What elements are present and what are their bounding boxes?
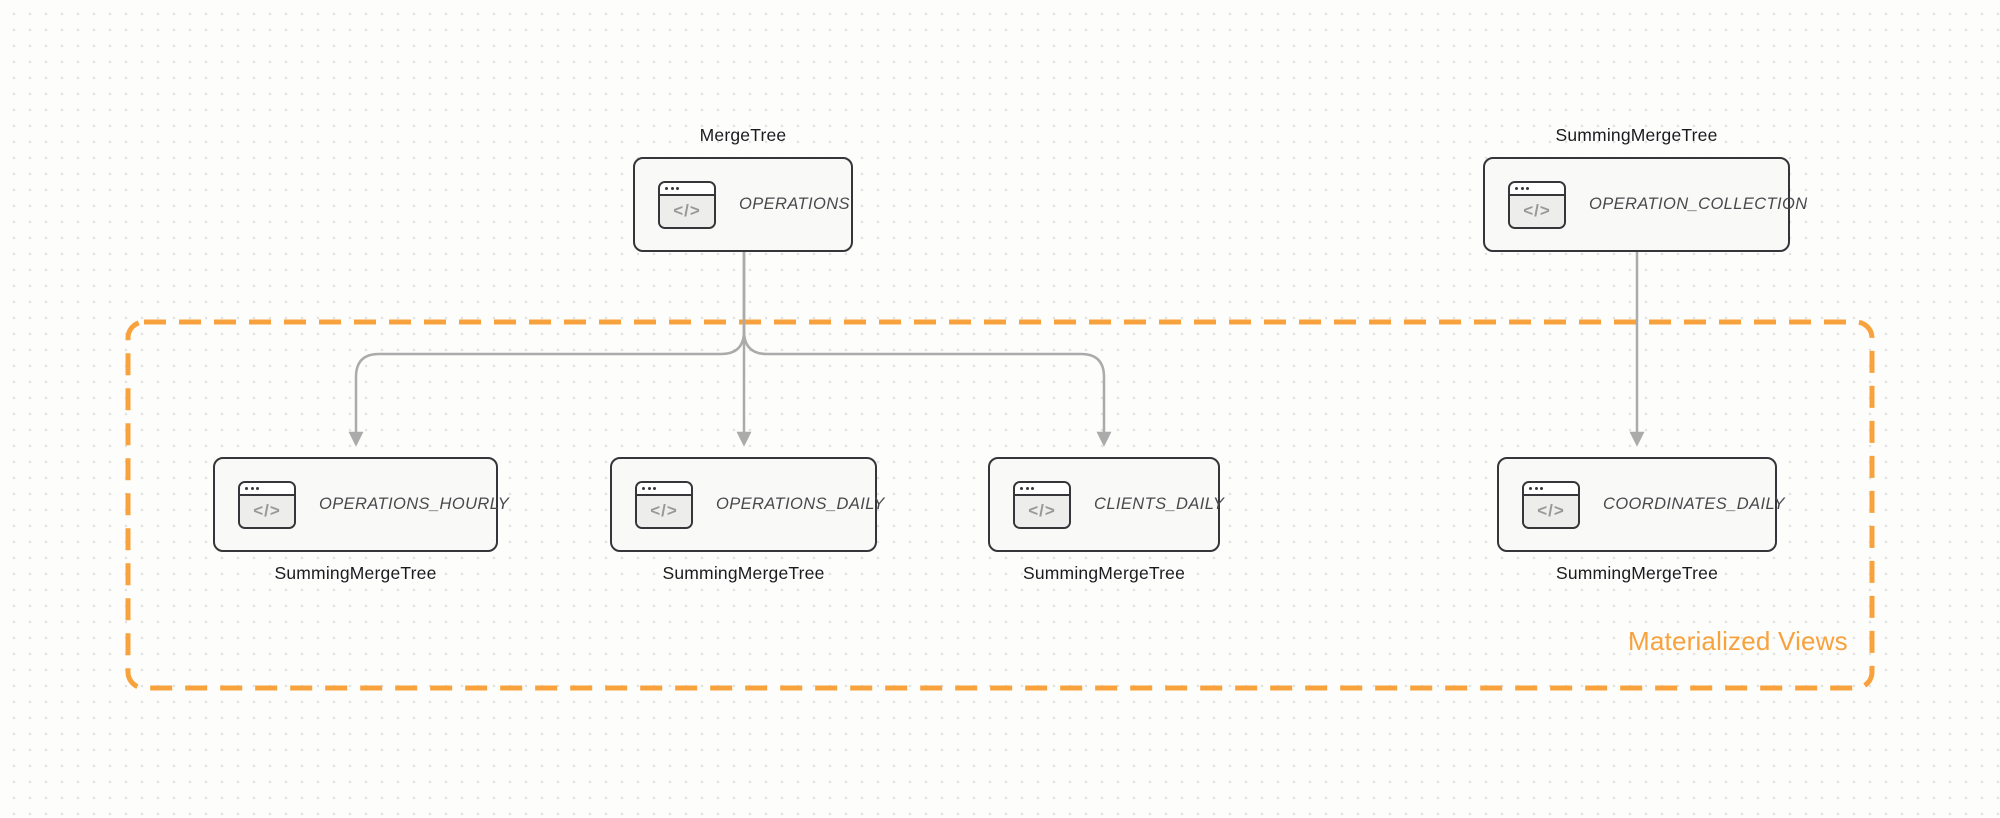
arrow-operations-to-clients [742,252,1112,447]
window-dots [1524,482,1578,496]
table-node-operations-daily[interactable]: </> OPERATIONS_DAILY [610,457,884,552]
window-dots [1510,182,1564,196]
table-name: OPERATIONS [739,195,850,213]
engine-label: SummingMergeTree [274,563,437,583]
table-node-clients-daily[interactable]: </> CLIENTS_DAILY [988,457,1224,552]
code-glyph: </> [240,495,294,527]
arrow-operations-to-hourly [348,252,746,447]
code-glyph: </> [1015,495,1069,527]
table-name: OPERATIONS_DAILY [716,495,885,513]
table-name: COORDINATES_DAILY [1603,495,1785,513]
node-operations-hourly: </> OPERATIONS_HOURLY SummingMergeTree [213,457,509,583]
engine-label: SummingMergeTree [1555,125,1718,145]
window-dots [1015,482,1069,496]
table-node-operations-hourly[interactable]: </> OPERATIONS_HOURLY [213,457,509,552]
table-node-operation-collection[interactable]: </> OPERATION_COLLECTION [1483,157,1807,252]
engine-label: MergeTree [699,125,787,145]
materialized-views-boundary [125,319,1875,691]
engine-label: SummingMergeTree [1022,563,1186,583]
table-node-coordinates-daily[interactable]: </> COORDINATES_DAILY [1497,457,1785,552]
code-window-icon: </> [1508,180,1566,229]
table-name: OPERATIONS_HOURLY [319,495,510,513]
code-glyph: </> [1524,495,1578,527]
code-window-icon: </> [635,480,693,529]
code-glyph: </> [637,495,691,527]
window-dots [637,482,691,496]
table-name: OPERATION_COLLECTION [1589,195,1808,213]
window-dots [240,482,294,496]
code-window-icon: </> [1522,480,1580,529]
window-dots [660,182,714,196]
code-window-icon: </> [658,180,716,229]
node-operations-daily: </> OPERATIONS_DAILY SummingMergeTree [610,457,884,583]
engine-label: SummingMergeTree [662,563,825,583]
code-window-icon: </> [1013,480,1071,529]
code-window-icon: </> [238,480,296,529]
table-name: CLIENTS_DAILY [1094,495,1225,513]
code-glyph: </> [660,195,714,227]
code-glyph: </> [1510,195,1564,227]
node-clients-daily: </> CLIENTS_DAILY SummingMergeTree [988,457,1224,583]
table-node-operations[interactable]: </> OPERATIONS [633,157,853,252]
materialized-views-label: Materialized Views [1628,626,1848,656]
node-coordinates-daily: </> COORDINATES_DAILY SummingMergeTree [1497,457,1785,583]
engine-label: SummingMergeTree [1555,563,1719,583]
node-operations: MergeTree </> OPERATIONS [633,125,853,252]
node-operation-collection: SummingMergeTree </> OPERATION_COLLECTIO… [1483,125,1807,252]
